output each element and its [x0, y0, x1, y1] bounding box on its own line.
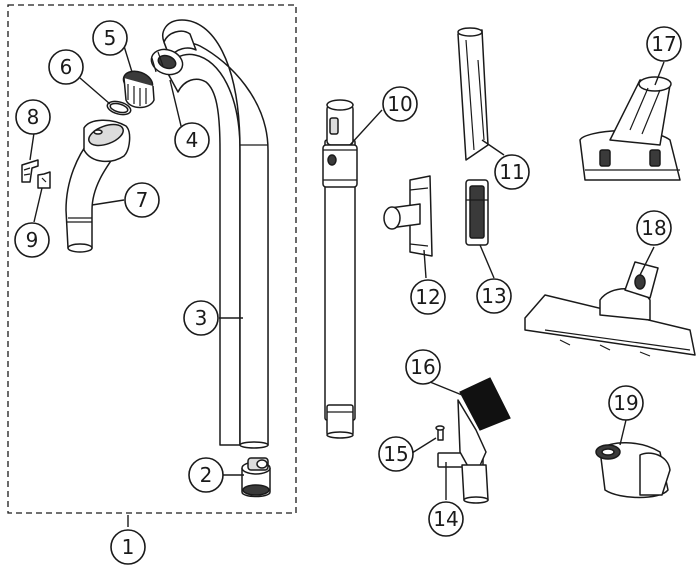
svg-text:12: 12: [415, 285, 440, 309]
part-12-upholstery-tool: [383, 175, 433, 257]
svg-text:8: 8: [27, 105, 40, 129]
callout-label-11: 11: [494, 154, 530, 190]
part-8-clip: [21, 159, 39, 183]
callout-label-3: 3: [183, 300, 219, 336]
svg-text:4: 4: [186, 128, 199, 152]
svg-text:18: 18: [641, 216, 666, 240]
part-2-hose-fitting: [241, 457, 271, 498]
part-3-hose-tube: [162, 19, 269, 449]
svg-text:6: 6: [60, 55, 73, 79]
svg-text:3: 3: [195, 306, 208, 330]
hose-assembly-boundary: [7, 4, 297, 514]
part-4-swivel-ring: [150, 48, 184, 76]
svg-text:9: 9: [26, 228, 39, 252]
svg-text:7: 7: [136, 188, 149, 212]
part-6-o-ring: [106, 100, 132, 116]
callout-label-10: 10: [382, 86, 418, 122]
part-16-dusting-brush: [457, 377, 511, 504]
callout-label-17: 17: [646, 26, 682, 62]
callout-label-1: 1: [110, 529, 146, 565]
part-9-clip: [37, 171, 51, 189]
part-11-crevice-tool: [457, 27, 489, 161]
svg-text:15: 15: [383, 442, 408, 466]
svg-text:19: 19: [613, 391, 638, 415]
callout-label-4: 4: [174, 122, 210, 158]
svg-text:17: 17: [651, 32, 676, 56]
callout-label-18: 18: [636, 210, 672, 246]
callout-label-12: 12: [410, 279, 446, 315]
part-7-curved-connector: [65, 119, 131, 253]
callout-label-14: 14: [428, 501, 464, 537]
callout-label-9: 9: [14, 222, 50, 258]
svg-text:2: 2: [200, 463, 213, 487]
callout-label-13: 13: [476, 278, 512, 314]
part-17-turbo-brush: [579, 76, 681, 181]
part-5-threaded-nut: [122, 70, 155, 109]
svg-text:13: 13: [481, 284, 506, 308]
svg-text:1: 1: [122, 535, 135, 559]
svg-text:16: 16: [410, 355, 435, 379]
callout-label-15: 15: [378, 436, 414, 472]
callout-label-19: 19: [608, 385, 644, 421]
part-13-brush-pad: [465, 179, 489, 246]
part-19-small-nozzle: [595, 442, 671, 499]
callout-label-16: 16: [405, 349, 441, 385]
callout-label-7: 7: [124, 182, 160, 218]
svg-text:5: 5: [104, 26, 117, 50]
part-18-floor-nozzle: [524, 261, 696, 357]
callout-label-5: 5: [92, 20, 128, 56]
leader-lines: [29, 45, 665, 527]
callout-label-2: 2: [188, 457, 224, 493]
svg-text:11: 11: [499, 160, 524, 184]
part-10-telescopic-wand: [322, 99, 358, 439]
svg-text:10: 10: [387, 92, 412, 116]
callout-label-6: 6: [48, 49, 84, 85]
part-15-screw: [435, 425, 445, 441]
svg-text:14: 14: [433, 507, 458, 531]
callout-label-8: 8: [15, 99, 51, 135]
